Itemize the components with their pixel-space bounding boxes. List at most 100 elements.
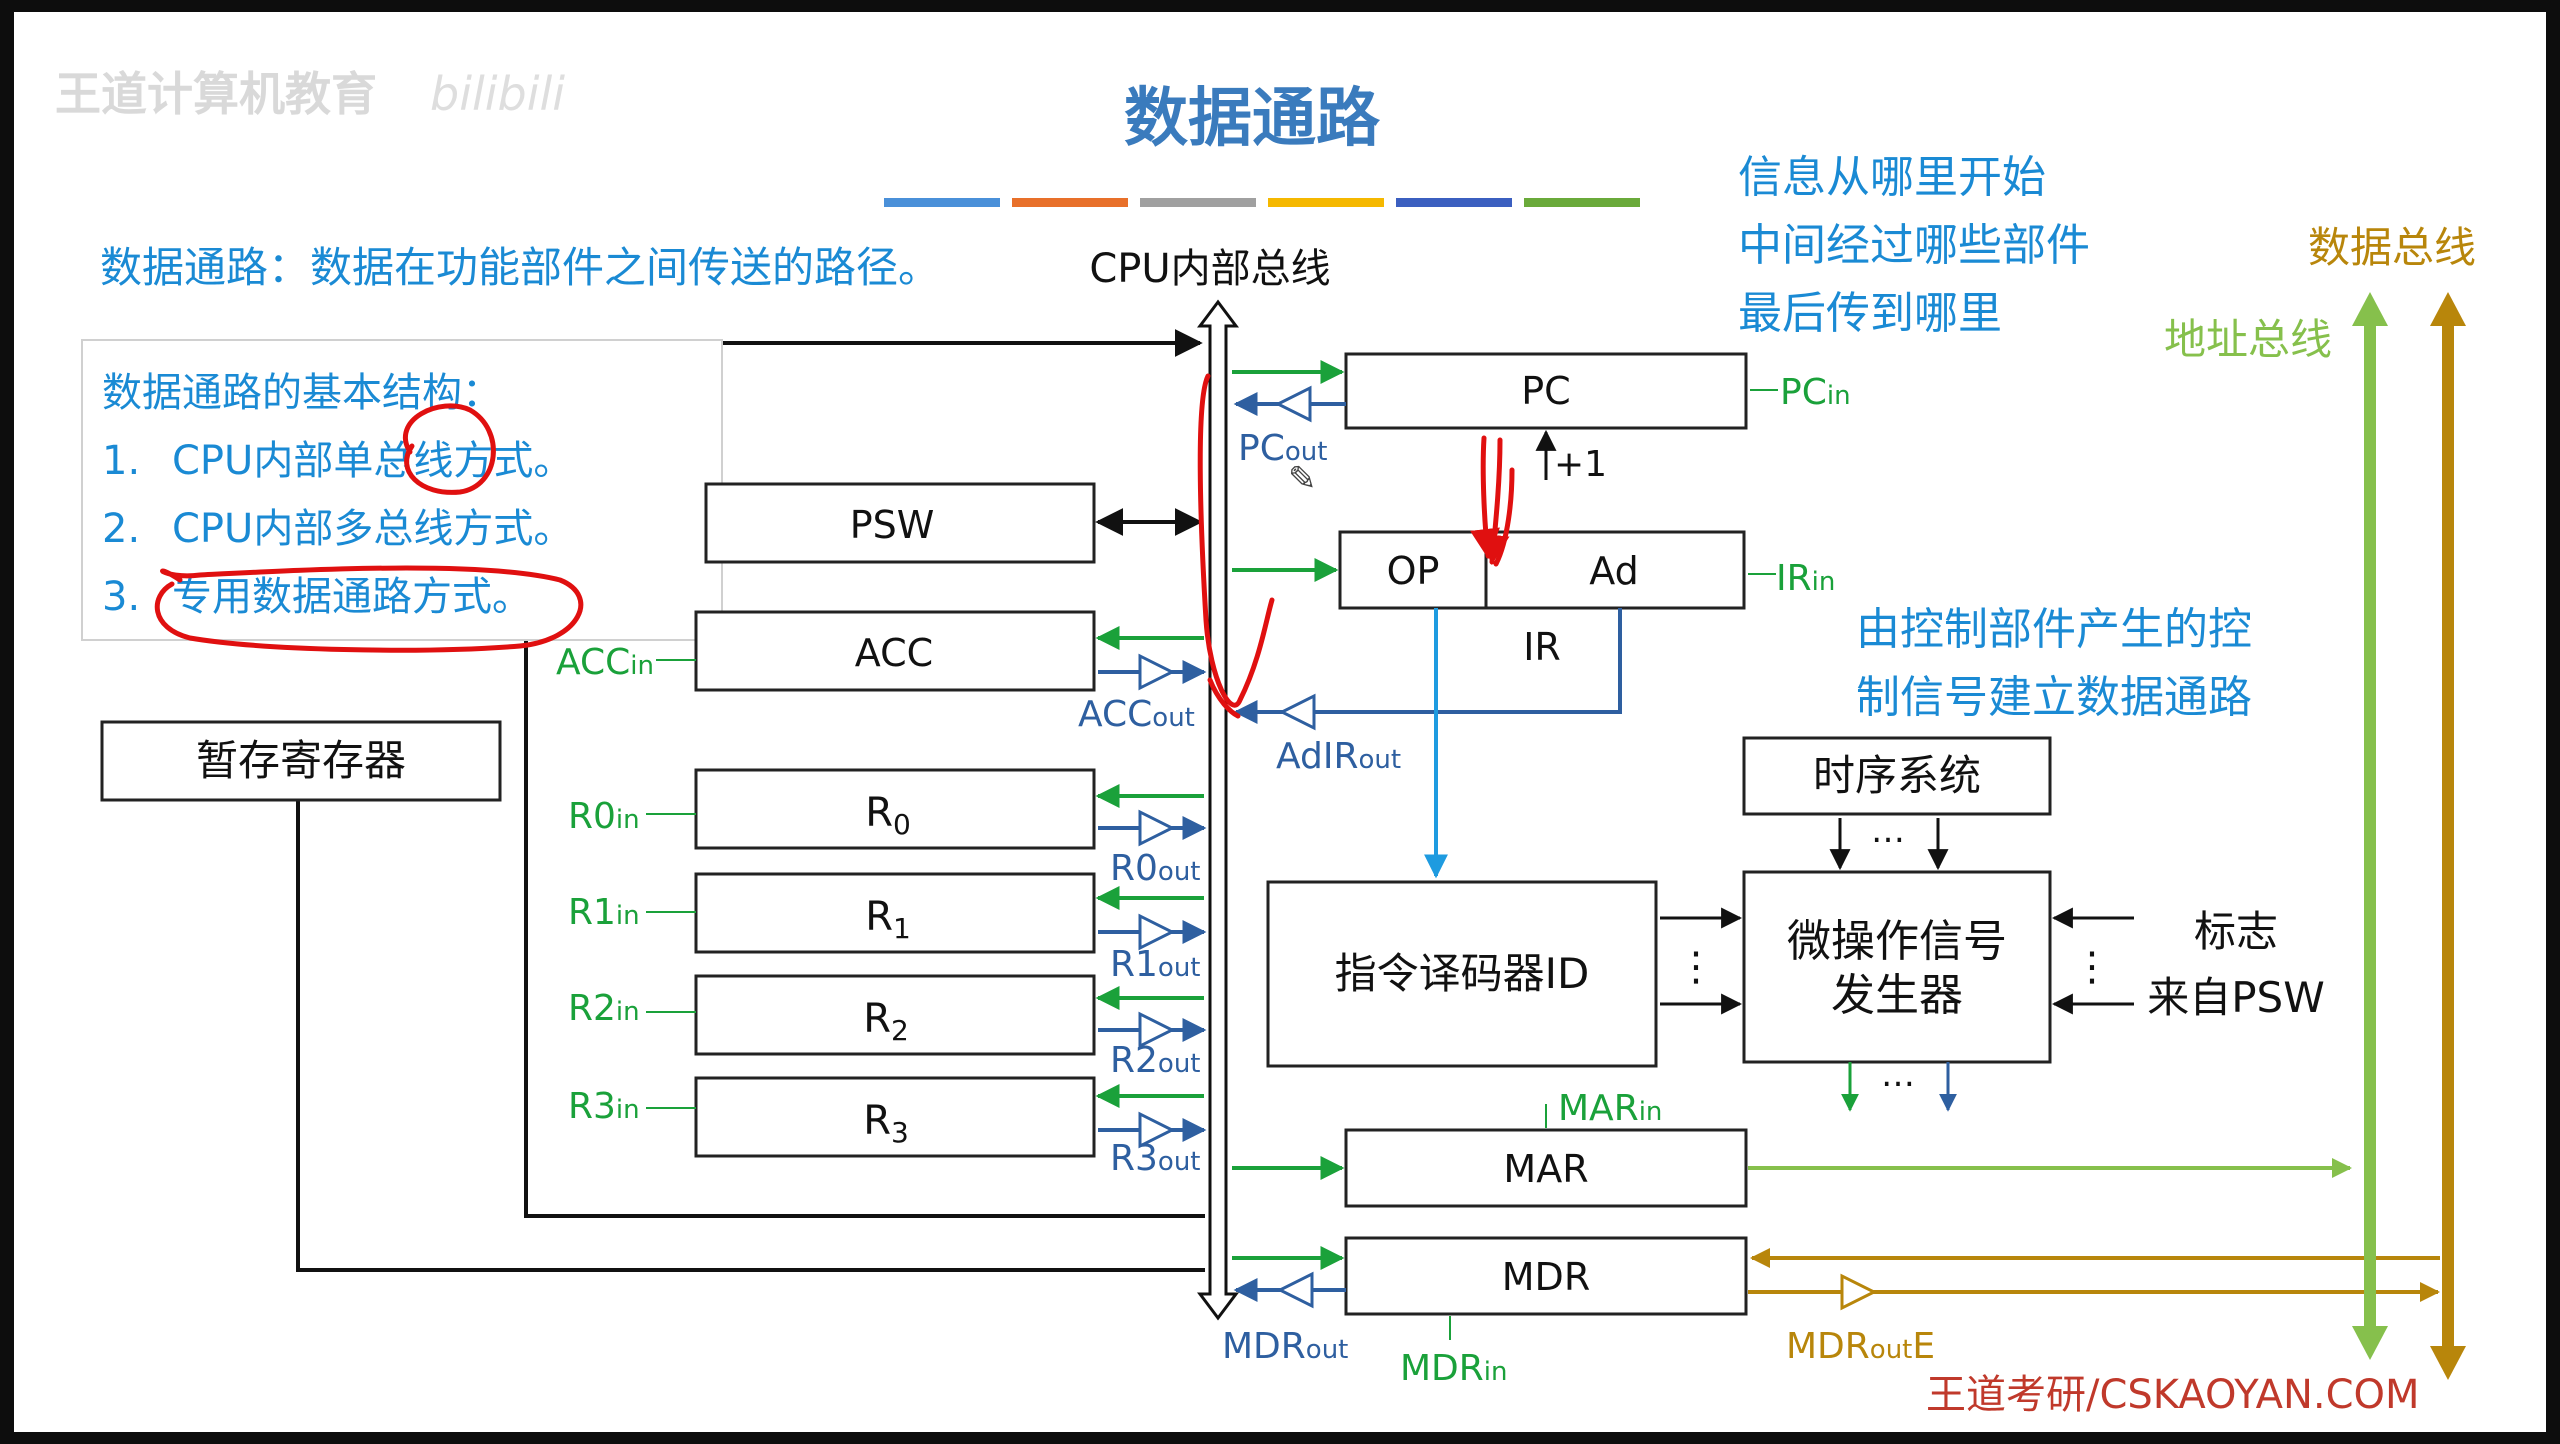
acc-out-signal: ACCout: [1078, 694, 1195, 735]
r0-out-gate: [1138, 809, 1176, 847]
temp-register-line: [296, 800, 1205, 1272]
timing-ellipsis: …: [1871, 811, 1905, 851]
micro-out-ellipsis: …: [1881, 1055, 1915, 1095]
r1-label: R1: [865, 894, 911, 945]
question-start: 信息从哪里开始: [1738, 152, 2046, 203]
mar-box: [1344, 1128, 1748, 1208]
pc-out-gate: [1274, 385, 1312, 423]
structure-item-text: CPU内部多总线方式。: [172, 506, 573, 552]
acc-label: ACC: [855, 631, 933, 675]
bus-label: CPU内部总线: [1089, 246, 1330, 292]
pc-label: PC: [1521, 369, 1570, 413]
structure-heading: 数据通路的基本结构：: [102, 370, 502, 416]
flags-label-line1: 标志: [2194, 907, 2278, 956]
underline-segment: [1524, 198, 1640, 207]
acc-in-signal: ACCin: [556, 642, 654, 683]
ink-bus-mark: [1197, 373, 1275, 708]
structure-item-text: 专用数据通路方式。: [172, 574, 532, 620]
decoder-box: [1266, 880, 1658, 1068]
adir-path: [1233, 608, 1622, 724]
ink-circle-bus: [402, 403, 496, 495]
decoder-vdots: ⋮: [1676, 944, 1716, 990]
temp-register-box: [100, 720, 502, 802]
psw-label: PSW: [850, 503, 935, 547]
adir-out-gate: [1278, 693, 1316, 731]
footer-brand: 王道考研/CSKAOYAN.COM: [1926, 1372, 2420, 1418]
increment-label: +1: [1554, 444, 1607, 485]
ink-circle-item3: [154, 565, 584, 653]
r3-out-signal: R3out: [1110, 1138, 1201, 1179]
address-bus-label: 地址总线: [2164, 315, 2332, 364]
definition-text: 数据通路：数据在功能部件之间传送的路径。: [100, 243, 940, 292]
control-note-line1: 由控制部件产生的控: [1856, 604, 2252, 655]
structure-item-num: 3.: [102, 574, 140, 620]
structure-item-num: 2.: [102, 506, 140, 552]
r3-out-gate: [1138, 1111, 1176, 1149]
micro-op-generator-line1: 微操作信号: [1787, 916, 2007, 967]
r0-box: [694, 768, 1096, 850]
ink-ir-arrow-2: [1479, 437, 1510, 565]
mdr-label: MDR: [1502, 1255, 1590, 1299]
underline-segment: [1268, 198, 1384, 207]
r0-out-signal: R0out: [1110, 848, 1201, 889]
title-underline: [884, 198, 1640, 207]
underline-segment: [884, 198, 1000, 207]
r1-out-signal: R1out: [1110, 944, 1201, 985]
r2-out-signal: R2out: [1110, 1040, 1201, 1081]
ink-ir-arrow-3: [1493, 467, 1515, 567]
temp-register-label: 暂存寄存器: [196, 736, 406, 785]
mar-label: MAR: [1503, 1147, 1588, 1191]
r1-in-signal: R1in: [568, 892, 640, 933]
ir-label: IR: [1523, 625, 1561, 669]
pc-in-signal: PCin: [1780, 372, 1851, 413]
r2-in-signal: R2in: [568, 988, 640, 1029]
ir-ad-box: [1484, 530, 1746, 610]
handwritten-annotations: [154, 373, 1515, 719]
timing-system-label: 时序系统: [1813, 751, 1981, 800]
r3-box: [694, 1076, 1096, 1158]
acc-box: [694, 610, 1096, 692]
ir-ad-label: Ad: [1589, 549, 1638, 593]
adir-out-signal: AdIRout: [1276, 736, 1401, 777]
decoder-label: 指令译码器ID: [1335, 949, 1590, 998]
structure-callout: 数据通路的基本结构： 1. CPU内部单总线方式。 2. CPU内部多总线方式。…: [81, 339, 723, 641]
micro-op-generator-line2: 发生器: [1831, 970, 1963, 1021]
underline-segment: [1140, 198, 1256, 207]
r3-in-signal: R3in: [568, 1086, 640, 1127]
r2-box: [694, 974, 1096, 1056]
r2-label: R2: [863, 996, 909, 1047]
pc-out-signal: PCout: [1238, 428, 1327, 469]
control-note-line2: 制信号建立数据通路: [1856, 672, 2252, 723]
mdr-in-signal: MDRin: [1400, 1348, 1508, 1389]
data-bus-label: 数据总线: [2308, 223, 2476, 272]
ink-bus-mark-2: [1207, 677, 1241, 719]
question-end: 最后传到哪里: [1738, 288, 2002, 339]
question-middle: 中间经过哪些部件: [1738, 220, 2090, 271]
mdr-oute-gate: [1840, 1273, 1878, 1311]
ir-in-signal: IRin: [1776, 558, 1835, 599]
mdr-box: [1344, 1236, 1748, 1316]
mdr-oute-signal: MDRoutE: [1786, 1326, 1935, 1367]
underline-segment: [1012, 198, 1128, 207]
psw-box: [704, 482, 1096, 564]
ir-op-box: [1338, 530, 1488, 610]
flags-vdots: ⋮: [2072, 944, 2112, 990]
r2-out-gate: [1138, 1011, 1176, 1049]
flags-label-line2: 来自PSW: [2147, 973, 2325, 1022]
page-title: 数据通路: [1124, 82, 1381, 156]
pencil-icon: ✎: [1288, 459, 1317, 499]
underline-segment: [1396, 198, 1512, 207]
cpu-internal-bus: [1197, 299, 1239, 1321]
address-bus: [2352, 292, 2388, 1360]
micro-op-generator-box: [1742, 870, 2052, 1064]
mdr-out-signal: MDRout: [1222, 1326, 1348, 1367]
r1-out-gate: [1138, 913, 1176, 951]
mdr-out-gate: [1276, 1271, 1314, 1309]
watermark: 王道计算机教育: [55, 67, 377, 121]
timing-system-box: [1742, 736, 2052, 816]
structure-item-num: 1.: [102, 438, 140, 484]
watermark-logo: bilibili: [430, 67, 565, 121]
acc-feedback-line: [524, 630, 1205, 1218]
pc-box: [1344, 352, 1748, 430]
